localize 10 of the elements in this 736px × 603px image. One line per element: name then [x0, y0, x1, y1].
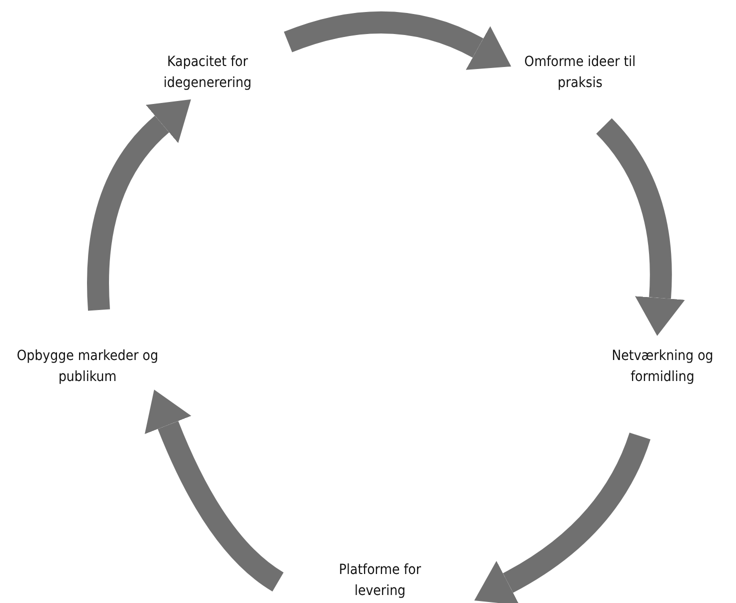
node-label: Platforme for levering: [338, 561, 422, 601]
node-label: Kapacitet for idegenerering: [162, 53, 252, 93]
cycle-arrow: [144, 390, 284, 592]
cycle-arrow: [87, 98, 190, 311]
cycle-arrow: [284, 12, 512, 70]
cycle-arrow: [474, 432, 650, 603]
node-label: Opbygge markeder og publikum: [16, 347, 160, 387]
node-label: Netværkning og formidling: [610, 347, 714, 387]
node-label: Omforme ideer til praksis: [523, 53, 637, 93]
cycle-arrow: [596, 118, 685, 336]
